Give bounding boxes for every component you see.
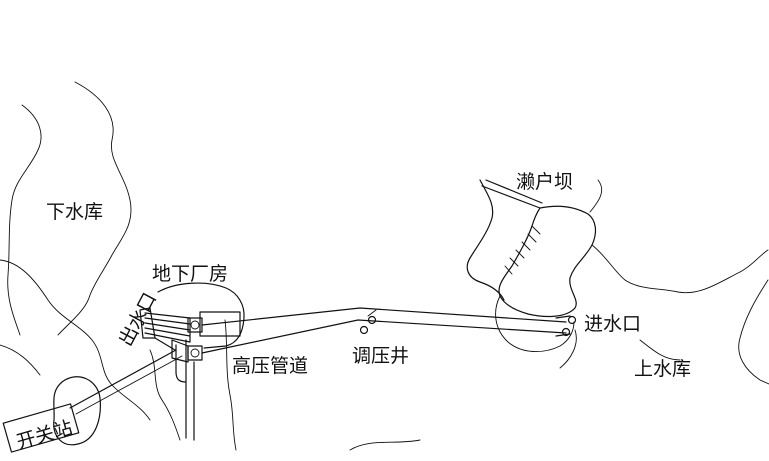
switchyard-area-outline [53,376,101,446]
terrain-contour-1 [0,259,151,421]
intake-structure [555,315,571,337]
lower-reservoir-shore-inner [57,81,132,336]
upper-reservoir-shore-3 [559,329,681,369]
penstock-line-lower [201,319,567,354]
terrain-contour-5 [349,439,421,451]
dam-crest-lines [481,179,543,209]
terrain-contour-3 [149,349,181,441]
label-penstock: 高压管道 [232,355,308,377]
lower-reservoir-shore-outer [7,104,42,336]
switchyard-label-box [2,403,80,453]
unit-valve-lower [190,348,200,358]
label-upper-reservoir: 上水库 [634,358,691,380]
dam-body [498,205,597,318]
label-switchyard: 开关站 [14,417,75,454]
terrain-contour-4 [224,319,237,451]
label-lower-reservoir: 下水库 [46,201,103,223]
intake-gate-lower [561,327,571,337]
label-intake: 进水口 [584,313,641,335]
powerhouse-cavern-outline [157,282,245,349]
powerhouse-hall [199,311,241,337]
cable-tunnel [69,349,177,409]
intake-area-outline [495,295,575,352]
powerhouse-shaft [175,339,195,441]
cable-tunnel-2 [75,355,183,415]
intake-gate-upper [567,315,577,325]
penstock-line-upper [201,307,567,326]
surge-tank-link [367,309,377,317]
surge-tank-marker-1 [367,315,377,325]
label-underground-powerhouse: 地下厂房 [152,263,228,285]
tailrace-tunnels [144,312,191,343]
upper-reservoir-shore-2 [738,279,769,385]
unit-block-lower [187,345,203,361]
dam-crest-ticks [504,225,541,275]
upper-reservoir-shore [589,179,769,294]
surge-tank-marker-2 [359,325,369,335]
dam-abutment-left [466,179,505,301]
unit-valve-upper [190,320,200,330]
terrain-contour-2 [0,344,41,376]
label-surge-tank: 调压井 [352,345,409,367]
label-dam: 濑户坝 [516,171,573,193]
